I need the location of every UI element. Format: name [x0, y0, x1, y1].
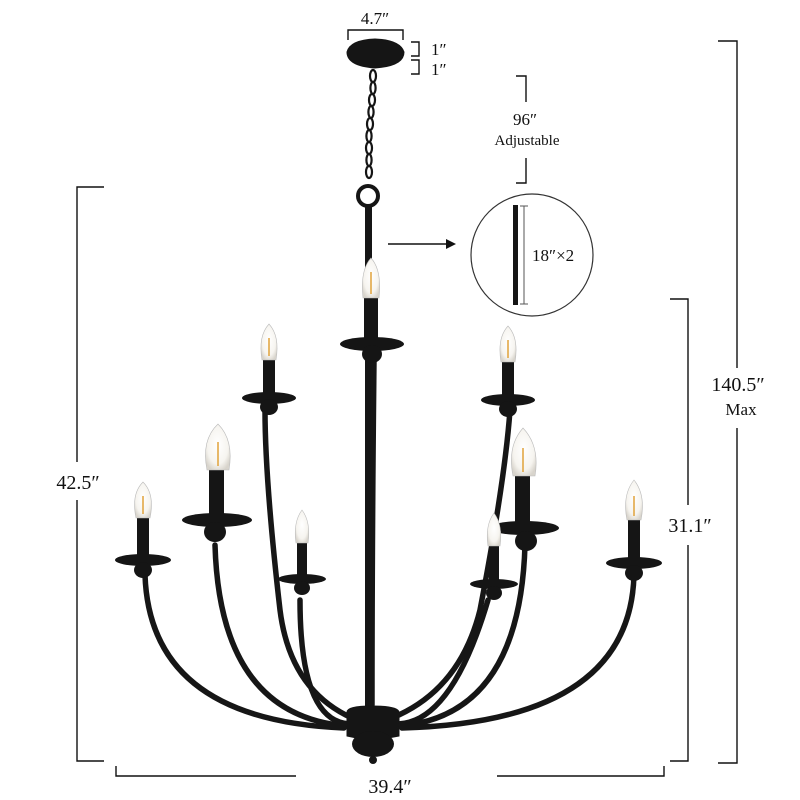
candle-lower-inner-left — [278, 509, 326, 595]
candle-outer-left — [115, 481, 171, 578]
canopy-height-a-label: 1″ — [431, 40, 447, 59]
ceiling-canopy — [346, 38, 405, 69]
width-label: 39.4″ — [368, 776, 411, 798]
center-rod — [365, 206, 372, 711]
canopy-height-b-label: 1″ — [431, 60, 447, 79]
candle-upper-left — [242, 323, 296, 415]
chain — [364, 68, 378, 180]
max-height-dimension: 140.5″ Max — [711, 40, 765, 764]
body-height-label: 31.1″ — [668, 515, 711, 537]
chain-length-dimension: 96″ Adjustable — [495, 75, 560, 184]
chandelier-illustration — [115, 38, 662, 764]
chain-length-label: 96″ — [513, 110, 537, 129]
body-height-dimension: 31.1″ — [668, 298, 712, 762]
fixture-height-dimension: 42.5″ — [56, 186, 104, 762]
candle-outer-right — [606, 479, 662, 581]
arms — [142, 357, 637, 731]
candle-lower-inner-right — [470, 512, 518, 600]
width-dimension: 39.4″ — [115, 766, 665, 798]
candle-mid-right — [489, 427, 559, 551]
fixture-height-label: 42.5″ — [56, 472, 99, 494]
max-note-label: Max — [725, 400, 757, 419]
rod-detail-callout: 18″×2 — [470, 193, 594, 317]
hanging-loop — [356, 184, 380, 208]
canopy-height-dimension: 1″ 1″ — [411, 40, 447, 79]
rod-segments-label: 18″×2 — [532, 246, 574, 265]
canopy-width-label: 4.7″ — [361, 9, 389, 28]
chain-note-label: Adjustable — [495, 133, 560, 149]
candle-upper-right — [481, 325, 535, 417]
canopy-width-dimension: 4.7″ — [347, 9, 404, 40]
arrow-right-icon — [388, 239, 456, 249]
max-height-label: 140.5″ — [711, 374, 764, 396]
candle-mid-left — [182, 423, 252, 542]
candle-top-center — [340, 257, 404, 363]
